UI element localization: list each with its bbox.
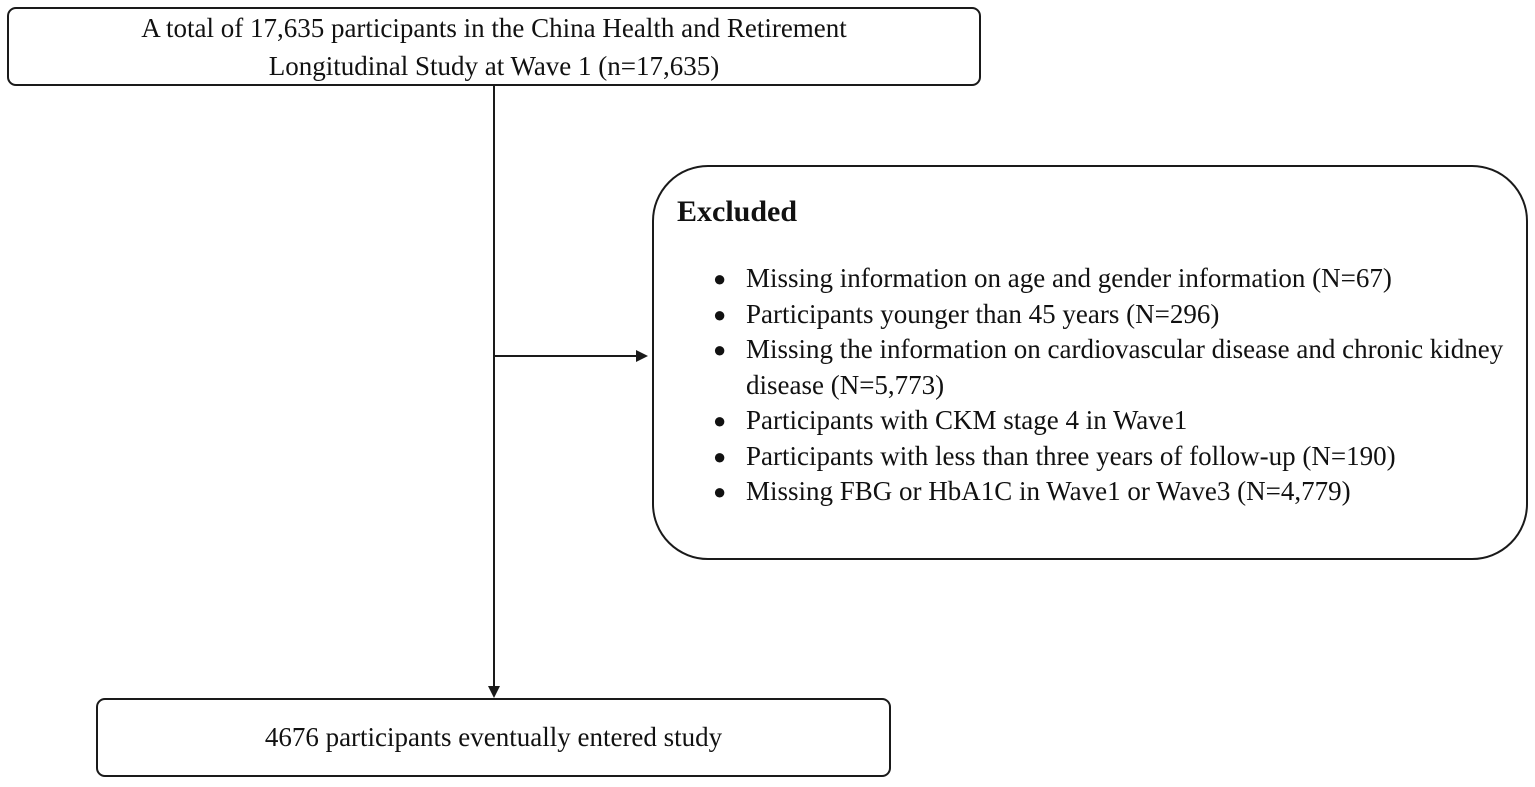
excluded-box: Excluded ●Missing information on age and…: [652, 165, 1528, 560]
excluded-item: ●Participants younger than 45 years (N=2…: [713, 297, 1516, 333]
excluded-item: ●Participants with less than three years…: [713, 439, 1516, 475]
bullet-icon: ●: [713, 408, 727, 433]
final-cohort-text: 4676 participants eventually entered stu…: [264, 722, 723, 752]
excluded-item: ●Participants with CKM stage 4 in Wave1: [713, 403, 1516, 439]
excluded-item: ●Missing the information on cardiovascul…: [713, 334, 1504, 400]
initial-cohort-box: A total of 17,635 participants in the Ch…: [7, 7, 981, 86]
excluded-item: ●Missing FBG or HbA1C in Wave1 or Wave3 …: [713, 474, 1516, 510]
bullet-icon: ●: [713, 337, 727, 362]
excluded-title: Excluded: [677, 195, 798, 228]
bullet-icon: ●: [713, 301, 727, 327]
bullet-icon: ●: [713, 266, 727, 291]
bullet-icon: ●: [713, 443, 727, 469]
initial-cohort-line-2: Longitudinal Study at Wave 1 (n=17,635): [268, 50, 720, 81]
excluded-item: ●Missing information on age and gender i…: [713, 261, 1516, 297]
excluded-list: ●Missing information on age and gender i…: [713, 261, 1516, 510]
initial-cohort-line-1: A total of 17,635 participants in the Ch…: [141, 12, 847, 43]
bullet-icon: ●: [713, 479, 727, 504]
final-cohort-box: 4676 participants eventually entered stu…: [96, 698, 891, 777]
